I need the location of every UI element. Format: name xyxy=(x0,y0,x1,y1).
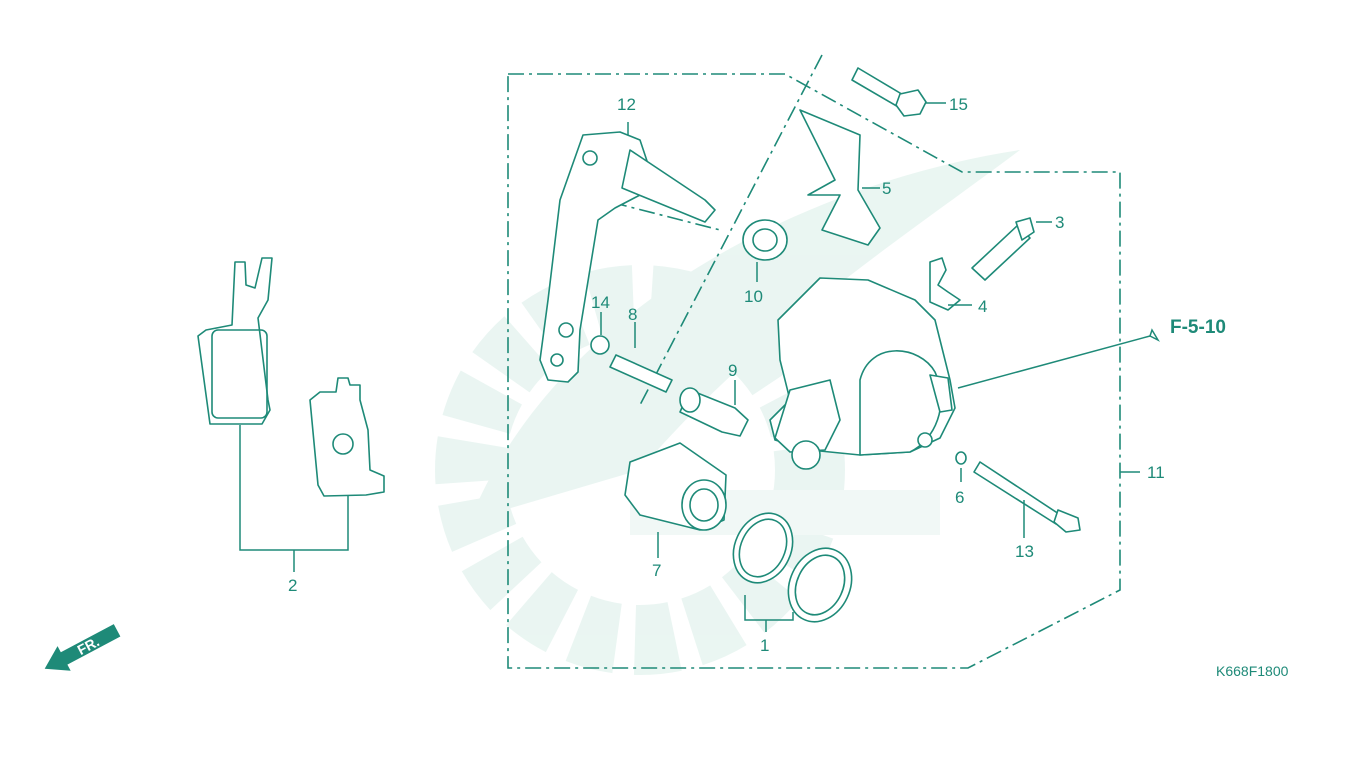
boot-10 xyxy=(742,219,788,282)
pad-spring-5 xyxy=(799,109,881,246)
callout-12[interactable]: 12 xyxy=(617,95,636,114)
caliper-bracket xyxy=(539,122,716,383)
diagram-code: K668F1800 xyxy=(1216,663,1289,679)
front-direction-arrow: FR. xyxy=(44,624,121,671)
callout-4[interactable]: 4 xyxy=(978,297,987,316)
seal-set-1 xyxy=(732,512,853,632)
callout-3[interactable]: 3 xyxy=(1055,213,1064,232)
bleed-screw-3 xyxy=(971,217,1052,281)
piston-7 xyxy=(624,442,727,558)
callout-9[interactable]: 9 xyxy=(728,361,737,380)
pin-8-and-washer-14 xyxy=(590,312,673,393)
sub-assembly-divider xyxy=(639,54,823,406)
callout-1[interactable]: 1 xyxy=(760,636,769,655)
callout-11[interactable]: 11 xyxy=(1147,463,1165,482)
callout-7[interactable]: 7 xyxy=(652,561,661,580)
sleeve-9 xyxy=(679,380,749,437)
callout-10[interactable]: 10 xyxy=(744,287,763,306)
callout-2[interactable]: 2 xyxy=(288,576,297,595)
callout-14[interactable]: 14 xyxy=(591,293,610,312)
reference-link[interactable]: F-5-10 xyxy=(1170,317,1226,338)
bleed-cap-4 xyxy=(929,257,972,311)
callout-8[interactable]: 8 xyxy=(628,305,637,324)
callout-6[interactable]: 6 xyxy=(955,488,964,507)
callout-15[interactable]: 15 xyxy=(949,95,968,114)
assembly-boundary xyxy=(507,73,1121,669)
callout-5[interactable]: 5 xyxy=(882,179,891,198)
brake-pad-set xyxy=(197,257,385,572)
pin-13-and-ring-6 xyxy=(955,451,1081,538)
bolt-15 xyxy=(851,67,946,117)
caliper-body xyxy=(769,277,1160,470)
callout-13[interactable]: 13 xyxy=(1015,542,1034,561)
